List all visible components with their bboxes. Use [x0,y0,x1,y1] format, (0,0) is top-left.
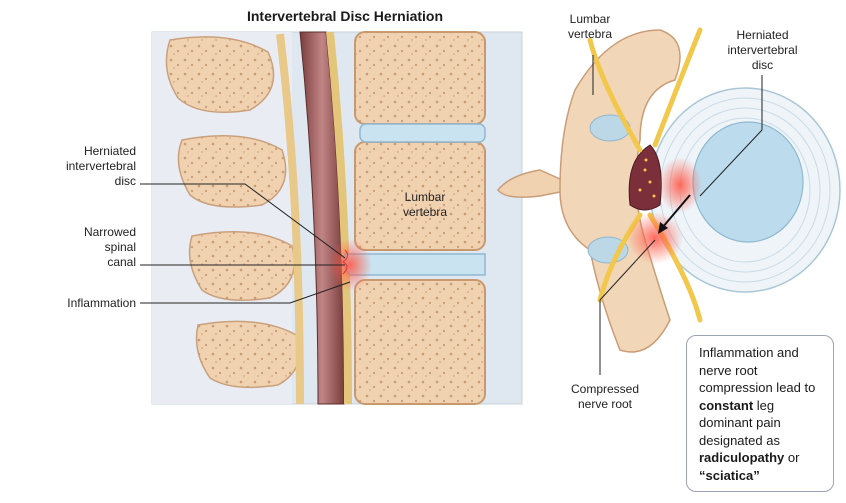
herniated-disc-label-left: Herniated intervertebral disc [40,144,136,189]
callout-bold: radiculopathy [699,450,784,465]
herniated-disc-label-right: Herniated intervertebral disc [715,28,810,73]
callout-bold: “sciatica” [699,468,760,483]
callout-bold: constant [699,398,753,413]
callout-line: Inflammation and [699,344,823,362]
callout-text: or [784,450,799,465]
callout-line: compression lead to [699,379,823,397]
compressed-nerve-root-label: Compressed nerve root [560,382,650,412]
callout-line: “sciatica” [699,467,823,485]
inflammation-label: Inflammation [40,296,136,311]
callout-line: radiculopathy or [699,449,823,467]
axial-section [498,30,840,352]
sagittal-section [152,32,522,404]
lumbar-vertebra-label-top: Lumbar vertebra [555,12,625,42]
callout-box: Inflammation and nerve root compression … [686,335,834,492]
narrowed-canal-label: Narrowed spinal canal [40,225,136,270]
callout-line: constant leg [699,397,823,415]
callout-text: leg [753,398,774,413]
callout-line: dominant pain [699,414,823,432]
callout-line: nerve root [699,362,823,380]
lumbar-vertebra-label-center: Lumbar vertebra [390,190,460,220]
callout-line: designated as [699,432,823,450]
